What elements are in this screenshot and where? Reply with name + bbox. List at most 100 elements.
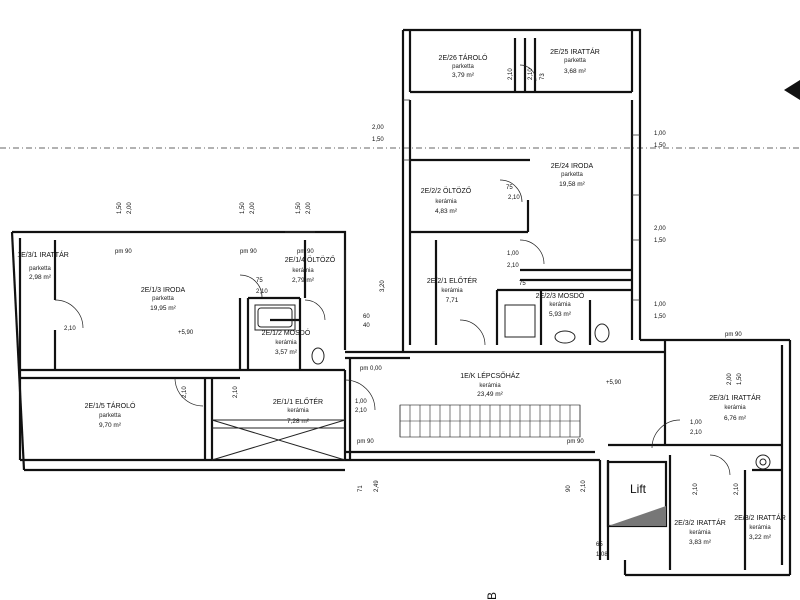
room-name: 2E/2/2 ÖLTÖZŐ bbox=[421, 186, 472, 195]
pm90-mark: pm 90 bbox=[357, 439, 374, 445]
room-area: 2,79 m² bbox=[292, 277, 315, 284]
section-arrow-icon bbox=[784, 80, 800, 100]
room-area: 4,83 m² bbox=[435, 208, 458, 215]
room-label-2e11: 2E/1/1 ELŐTÉR kerámia 7,28 m² bbox=[273, 397, 323, 425]
svg-text:2,10: 2,10 bbox=[693, 483, 699, 495]
room-area: 3,79 m² bbox=[452, 72, 475, 79]
svg-text:65: 65 bbox=[596, 542, 603, 548]
room-label-2e14: 2E/1/4 ÖLTÖZŐ kerámia 2,79 m² bbox=[285, 255, 336, 284]
room-name: 2E/25 IRATTÁR bbox=[550, 47, 600, 56]
room-area: 3,83 m² bbox=[689, 539, 712, 546]
room-label-2e24: 2E/24 IRODA parketta 19,58 m² bbox=[551, 163, 594, 188]
room-finish: kerámia bbox=[724, 405, 746, 411]
section-mark: B bbox=[485, 592, 499, 600]
svg-text:3,20: 3,20 bbox=[380, 280, 386, 292]
svg-text:2,10: 2,10 bbox=[64, 326, 76, 332]
room-label-2e25: 2E/25 IRATTÁR parketta 3,68 m² bbox=[550, 47, 600, 75]
pm90-mark: pm 90 bbox=[297, 249, 314, 255]
level-plus590: +5,90 bbox=[178, 330, 194, 336]
svg-text:2,10: 2,10 bbox=[690, 430, 702, 436]
level-plus590: +5,90 bbox=[606, 380, 622, 386]
pm90-mark: pm 90 bbox=[725, 332, 742, 338]
lift-shaft bbox=[606, 460, 668, 528]
lift-label: Lift bbox=[630, 482, 647, 496]
room-label-2e26: 2E/26 TÁROLÓ parketta 3,79 m² bbox=[439, 53, 488, 79]
left-block-windows bbox=[90, 231, 346, 290]
room-finish: parketta bbox=[561, 172, 583, 178]
staircase bbox=[399, 404, 581, 438]
room-finish: kerámia bbox=[441, 288, 463, 294]
room-label-2e21: 2E/2/1 ELŐTÉR kerámia 7,71 bbox=[427, 276, 477, 304]
room-finish: parketta bbox=[564, 58, 586, 64]
svg-text:1,50: 1,50 bbox=[372, 137, 384, 143]
room-area: 19,95 m² bbox=[150, 305, 176, 312]
level-pm000: pm 0,00 bbox=[360, 366, 382, 372]
room-label-2e13: 2E/1/3 IRODA parketta 19,95 m² bbox=[141, 287, 186, 312]
room-area: 7,71 bbox=[446, 297, 459, 304]
room-finish: kerámia bbox=[549, 302, 571, 308]
svg-text:1,50: 1,50 bbox=[240, 202, 246, 214]
pm90-mark: pm 90 bbox=[567, 439, 584, 445]
svg-text:2,10: 2,10 bbox=[355, 408, 367, 414]
svg-text:1,00: 1,00 bbox=[690, 420, 702, 426]
svg-text:2,10: 2,10 bbox=[528, 68, 534, 80]
room-area: 23,49 m² bbox=[477, 391, 503, 398]
svg-text:2,10: 2,10 bbox=[508, 195, 520, 201]
room-name: 2E/3/2 IRATTÁR bbox=[734, 513, 786, 522]
svg-text:2,10: 2,10 bbox=[507, 263, 519, 269]
svg-text:2,00: 2,00 bbox=[127, 202, 133, 214]
room-name: 2E/1/4 ÖLTÖZŐ bbox=[285, 255, 336, 264]
svg-text:1,50: 1,50 bbox=[737, 373, 743, 385]
room-label-2e12: 2E/1/2 MOSDÓ kerámia 3,57 m² bbox=[262, 328, 311, 356]
room-area: 7,28 m² bbox=[287, 418, 310, 425]
svg-text:40: 40 bbox=[363, 323, 370, 329]
room-name: 2E/2/1 ELŐTÉR bbox=[427, 276, 477, 285]
room-label-2e32b: 2E/3/2 IRATTÁR kerámia 3,22 m² bbox=[734, 513, 786, 541]
room-label-2e32a: 2E/3/2 IRATTÁR kerámia 3,83 m² bbox=[674, 518, 726, 546]
room-name: 2E/1/2 MOSDÓ bbox=[262, 328, 311, 337]
svg-text:60: 60 bbox=[363, 314, 370, 320]
room-finish: parketta bbox=[152, 296, 174, 302]
room-finish: kerámia bbox=[292, 268, 314, 274]
top-block-walls bbox=[401, 28, 642, 352]
room-finish: kerámia bbox=[689, 530, 711, 536]
svg-text:2,10: 2,10 bbox=[233, 386, 239, 398]
room-area: 5,93 m² bbox=[549, 311, 572, 318]
svg-text:2,10: 2,10 bbox=[182, 386, 188, 398]
dimension-labels-vertical: 1,50 2,00 1,50 2,00 1,50 2,00 3,20 71 2,… bbox=[117, 68, 743, 495]
svg-text:1,08: 1,08 bbox=[596, 552, 608, 558]
corridor-hatch bbox=[211, 419, 346, 461]
room-label-2e22: 2E/2/2 ÖLTÖZŐ kerámia 4,83 m² bbox=[421, 186, 472, 215]
room-area: 3,68 m² bbox=[564, 68, 587, 75]
svg-text:1,50: 1,50 bbox=[654, 314, 666, 320]
room-label-2e23: 2E/2/3 MOSDÓ kerámia 5,93 m² bbox=[536, 291, 585, 318]
room-label-1ek: 1E/K LÉPCSŐHÁZ kerámia 23,49 m² bbox=[460, 371, 520, 398]
svg-text:2,10: 2,10 bbox=[734, 483, 740, 495]
top-block-windows bbox=[403, 99, 640, 301]
door-swings bbox=[54, 64, 731, 476]
svg-text:1,00: 1,00 bbox=[654, 131, 666, 137]
svg-text:1,50: 1,50 bbox=[654, 238, 666, 244]
room-label-2e15: 2E/1/5 TÁROLÓ parketta 9,70 m² bbox=[85, 401, 136, 429]
dimension-labels: 2,00 1,50 1,00 1,50 2,00 1,50 1,00 1,50 … bbox=[64, 125, 702, 558]
room-name: 1E/K LÉPCSŐHÁZ bbox=[460, 371, 520, 380]
room-finish: parketta bbox=[452, 64, 474, 70]
room-area: 3,57 m² bbox=[275, 349, 298, 356]
svg-text:1,00: 1,00 bbox=[355, 399, 367, 405]
room-name: 2E/1/3 IRODA bbox=[141, 287, 186, 294]
room-finish: kerámia bbox=[275, 340, 297, 346]
room-area: 2,98 m² bbox=[29, 274, 52, 281]
right-block-walls bbox=[608, 340, 792, 577]
room-finish: parketta bbox=[99, 413, 121, 419]
svg-text:1,00: 1,00 bbox=[507, 251, 519, 257]
svg-text:2,10: 2,10 bbox=[581, 480, 587, 492]
svg-text:75: 75 bbox=[506, 185, 513, 191]
room-name: 2E/1/1 ELŐTÉR bbox=[273, 397, 323, 406]
svg-text:2,00: 2,00 bbox=[727, 373, 733, 385]
room-area: 9,70 m² bbox=[99, 422, 122, 429]
room-area: 3,22 m² bbox=[749, 534, 772, 541]
left-block-walls bbox=[10, 230, 347, 472]
svg-text:2,49: 2,49 bbox=[374, 480, 380, 492]
svg-text:2,10: 2,10 bbox=[256, 289, 268, 295]
